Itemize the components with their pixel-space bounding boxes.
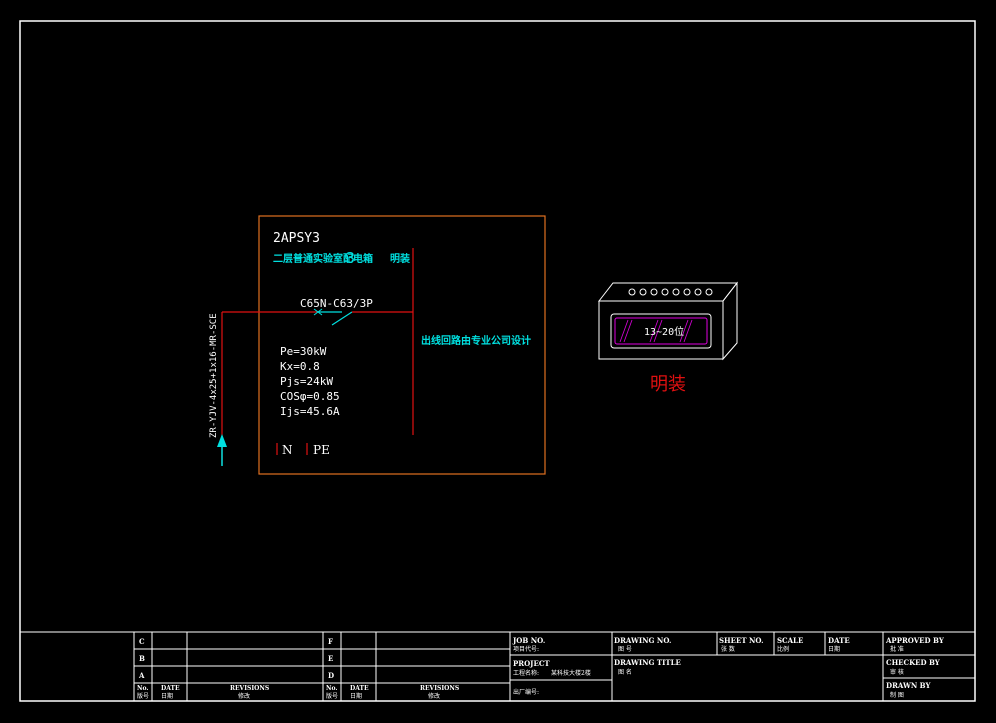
drawing-title-en: DRAWING TITLE	[614, 658, 681, 667]
incoming-arrow-icon	[217, 434, 227, 447]
pe-label: PE	[313, 443, 330, 457]
drawn-by-en: DRAWN BY	[886, 681, 931, 690]
enclosure-side-face	[722, 281, 738, 361]
date2-cn: 日期	[828, 645, 840, 653]
enclosure-mount-label: 明装	[650, 374, 686, 395]
rev-row-b-mark: B	[139, 654, 145, 663]
breaker-spec: C65N-C63/3P	[300, 297, 373, 310]
enclosure-front-face	[598, 300, 724, 360]
knockout-hole	[672, 288, 680, 296]
outgoing-circuit-note: 出线回路由专业公司设计	[421, 334, 531, 347]
sheet-no-cn: 张 数	[721, 645, 735, 653]
drawing-title-cn: 图 名	[618, 668, 632, 676]
rev-row-f-mark: F	[328, 637, 333, 646]
job-no-en: JOB NO.	[512, 636, 545, 645]
knockout-hole	[628, 288, 636, 296]
factory-no-cn: 出厂编号:	[513, 688, 539, 696]
param-cos: COSφ=0.85	[280, 390, 340, 403]
hdr-no-en: No.	[137, 685, 148, 692]
hdr-no-en-2: No.	[326, 685, 337, 692]
panel-mount-label: 明装	[390, 252, 410, 265]
knockout-holes	[628, 288, 713, 296]
slot-label: 13~20位	[644, 325, 684, 338]
breaker-window-outer	[610, 313, 712, 349]
knockout-hole	[639, 288, 647, 296]
scale-cn: 比例	[777, 645, 789, 653]
rev-row-a-mark: A	[138, 671, 145, 680]
incoming-cable-spec: ZR-YJV-4x25+1x16-MR-SCE	[209, 313, 219, 438]
project-cn: 工程名称:	[513, 669, 539, 677]
hdr-date-cn-2: 日期	[350, 692, 362, 700]
breaker-switch-blade	[331, 311, 353, 326]
param-kx: Kx=0.8	[280, 360, 320, 373]
panel-number: 3	[346, 249, 355, 267]
drawing-no-cn: 图 号	[618, 646, 632, 653]
rev-row-c-mark: C	[139, 637, 145, 646]
drawing-frame	[19, 20, 976, 702]
title-block-text: C F B E A D No. 版号 DATE 日期 REVISIONS 修改 …	[137, 636, 945, 700]
param-ijs: Ijs=45.6A	[280, 405, 340, 418]
title-block	[20, 631, 975, 701]
n-label: N	[282, 443, 293, 457]
knockout-hole	[683, 288, 691, 296]
panel-id: 2APSY3	[273, 231, 320, 246]
hdr-rev-cn: 修改	[238, 692, 250, 700]
rev-row-d-mark: D	[328, 671, 334, 680]
hdr-rev-en-2: REVISIONS	[420, 685, 459, 692]
window-hatching	[619, 319, 693, 343]
hdr-date-cn: 日期	[161, 692, 173, 700]
param-pe: Pe=30kW	[280, 345, 327, 358]
checked-by-en: CHECKED BY	[886, 658, 941, 667]
project-value: 某科技大楼2楼	[551, 669, 591, 677]
approved-by-en: APPROVED BY	[885, 636, 945, 645]
approved-by-cn: 批 准	[890, 645, 904, 653]
drawing-no-en: DRAWING NO.	[614, 636, 671, 645]
panel-boundary	[258, 215, 546, 475]
date2-en: DATE	[828, 636, 850, 645]
checked-by-cn: 审 核	[890, 668, 904, 676]
knockout-hole	[705, 288, 713, 296]
param-pjs: Pjs=24kW	[280, 375, 333, 388]
sheet-no-en: SHEET NO.	[719, 636, 764, 645]
hdr-date-en-2: DATE	[350, 685, 369, 692]
breaker-window-inner	[614, 317, 708, 345]
drawn-by-cn: 制 图	[890, 691, 904, 699]
distribution-box-diagram: 2APSY3 二层普通实验室配电箱 3 明装 ZR-YJV-4x25+1x16-…	[209, 215, 546, 475]
enclosure-sketch: 13~20位 明装	[597, 281, 739, 395]
job-no-cn: 项目代号:	[513, 645, 539, 653]
hdr-rev-en: REVISIONS	[230, 685, 269, 692]
scale-en: SCALE	[777, 636, 803, 645]
hdr-date-en: DATE	[161, 685, 180, 692]
knockout-hole	[694, 288, 702, 296]
knockout-hole	[650, 288, 658, 296]
panel-name: 二层普通实验室配电箱	[273, 252, 373, 265]
knockout-hole	[661, 288, 669, 296]
hdr-no-cn: 版号	[137, 692, 149, 700]
hdr-rev-cn-2: 修改	[428, 692, 440, 700]
hdr-no-cn-2: 版号	[326, 692, 338, 700]
rev-row-e-mark: E	[328, 654, 333, 663]
project-en: PROJECT	[513, 659, 550, 668]
